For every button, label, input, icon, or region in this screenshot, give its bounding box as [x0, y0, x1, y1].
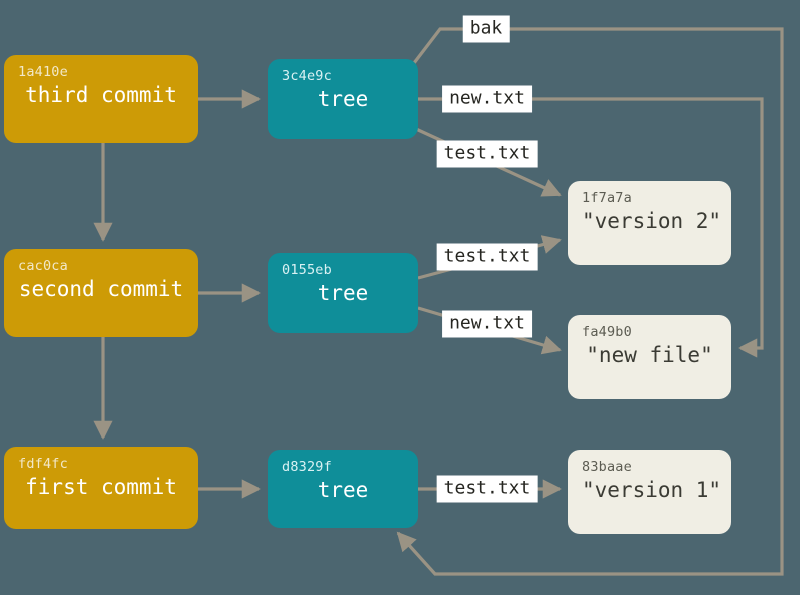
tree-label: tree: [317, 478, 369, 502]
tree-hash: 3c4e9c: [282, 68, 332, 84]
commit-label: third commit: [25, 83, 177, 107]
edge-label-test-txt-bottom: test.txt: [436, 475, 538, 503]
commit-hash: 1a410e: [18, 64, 68, 80]
blob-node-83baae[interactable]: 83baae "version 1": [568, 450, 731, 534]
tree-label: tree: [317, 87, 369, 111]
blob-label: "new file": [586, 343, 713, 367]
commit-hash: cac0ca: [18, 258, 68, 274]
blob-node-1f7a7a[interactable]: 1f7a7a "version 2": [568, 181, 731, 265]
commit-label: second commit: [18, 277, 184, 301]
edge-tree1-bak: [396, 27, 784, 576]
tree-node-d8329f[interactable]: d8329f tree: [268, 450, 418, 528]
edge-label-new-txt-middle: new.txt: [442, 310, 532, 338]
tree-node-3c4e9c[interactable]: 3c4e9c tree: [268, 59, 418, 139]
edge-label-bak: bak: [462, 15, 510, 43]
tree-label: tree: [317, 281, 369, 305]
commit-hash: fdf4fc: [18, 456, 68, 472]
blob-hash: fa49b0: [582, 324, 632, 340]
blob-hash: 83baae: [582, 459, 632, 475]
blob-label: "version 1": [582, 478, 722, 502]
commit-node-third[interactable]: 1a410e third commit: [4, 55, 198, 143]
commit-node-second[interactable]: cac0ca second commit: [4, 249, 198, 337]
tree-hash: 0155eb: [282, 262, 332, 278]
tree-hash: d8329f: [282, 459, 332, 475]
blob-hash: 1f7a7a: [582, 190, 632, 206]
edge-tree1-newtxt: [418, 97, 764, 358]
blob-node-fa49b0[interactable]: fa49b0 "new file": [568, 315, 731, 399]
edge-label-test-txt-top: test.txt: [436, 140, 538, 168]
blob-label: "version 2": [582, 209, 722, 233]
commit-node-first[interactable]: fdf4fc first commit: [4, 447, 198, 529]
edge-label-test-txt-middle: test.txt: [436, 243, 538, 271]
edge-label-new-txt-top: new.txt: [442, 85, 532, 113]
commit-label: first commit: [25, 475, 177, 499]
tree-node-0155eb[interactable]: 0155eb tree: [268, 253, 418, 333]
